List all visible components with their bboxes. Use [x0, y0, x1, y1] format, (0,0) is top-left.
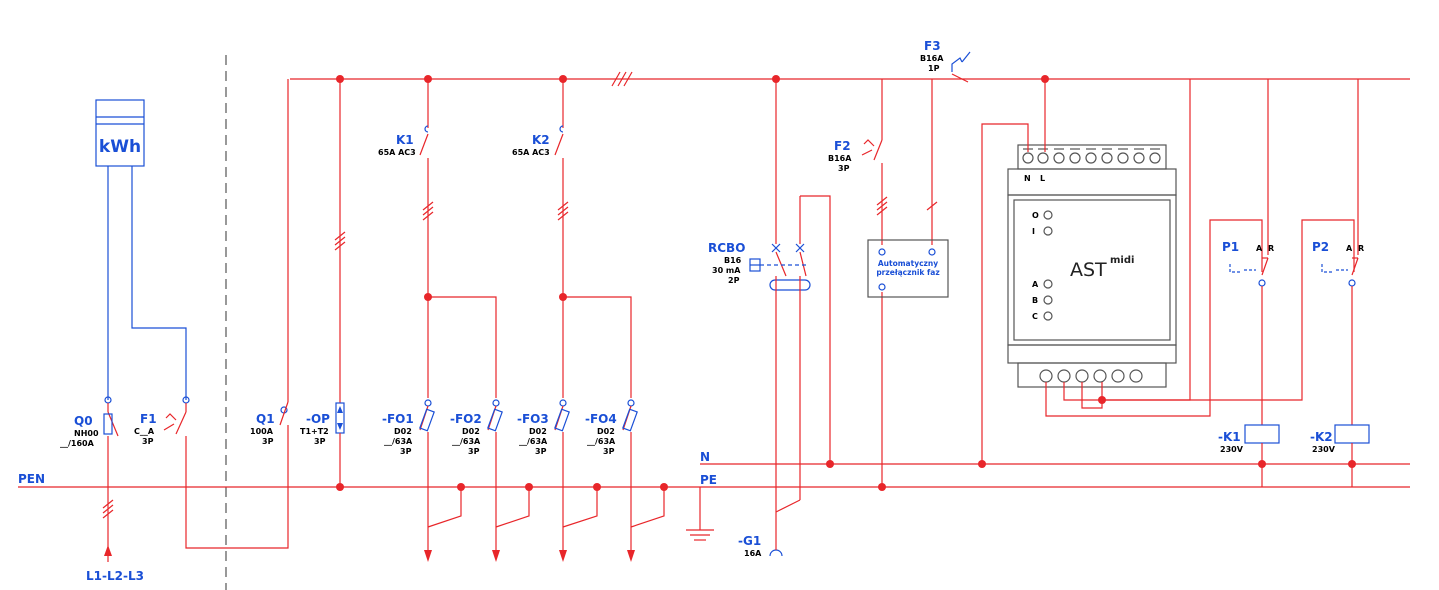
fo4-spec1: D02	[597, 427, 615, 436]
k2-contactor-name: K2	[532, 133, 550, 147]
q1-spec2: 3P	[262, 437, 274, 446]
controller-wiring	[981, 79, 1355, 464]
fo2-spec2: __/63A	[452, 437, 481, 446]
k2-coil-spec: 230V	[1312, 445, 1336, 454]
f1-name: F1	[140, 412, 157, 426]
f2-spec2: 3P	[838, 164, 850, 173]
f3-spec2: 1P	[928, 64, 940, 73]
q1-spec1: 100A	[250, 427, 274, 436]
p2-a-label: A	[1346, 244, 1353, 253]
f1-breaker	[163, 403, 289, 549]
k1-contactor-name: K1	[396, 133, 414, 147]
q0-name: Q0	[74, 414, 93, 428]
ats-line2: przełącznik faz	[876, 268, 939, 277]
p1-switch	[1229, 79, 1280, 487]
f1-spec1: C__A	[134, 427, 155, 436]
n-label: N	[700, 450, 710, 464]
ast-midi-controller	[1007, 144, 1177, 388]
ats-line1: Automatyczny	[878, 259, 938, 268]
f2-spec1: B16A	[828, 154, 852, 163]
fo2-spec1: D02	[462, 427, 480, 436]
controller-model: midi	[1110, 255, 1134, 266]
controller-brand: AST	[1070, 259, 1107, 281]
ground-symbol	[686, 529, 714, 541]
rcbo-breaker	[749, 75, 834, 557]
fo3-spec3: 3P	[535, 447, 547, 456]
k1-coil-spec: 230V	[1220, 445, 1244, 454]
p1-a-label: A	[1256, 244, 1263, 253]
p2-name: P2	[1312, 240, 1329, 254]
rcbo-name: RCBO	[708, 241, 745, 255]
fo2-fuse	[487, 399, 533, 562]
op-surge-arrester	[334, 75, 346, 491]
fo4-fuse	[622, 399, 668, 562]
op-spec2: 3P	[314, 437, 326, 446]
kwh-meter: kWh	[95, 99, 145, 167]
q0-spec2: __/160A	[60, 439, 95, 448]
k2-contactor-spec: 65A AC3	[512, 148, 550, 157]
k1-contactor-spec: 65A AC3	[378, 148, 416, 157]
k1-coil-name: -K1	[1218, 430, 1241, 444]
automatic-phase-switch	[867, 239, 949, 298]
op-spec1: T1+T2	[300, 427, 329, 436]
fo2-spec3: 3P	[468, 447, 480, 456]
controller-a-label: A	[1032, 280, 1039, 289]
fo1-spec2: __/63A	[384, 437, 413, 446]
f3-breaker	[926, 51, 971, 245]
meter-wire-2	[131, 166, 187, 400]
f3-name: F3	[924, 39, 941, 53]
f1-spec2: 3P	[142, 437, 154, 446]
supply-arrow	[104, 545, 112, 556]
f3-spec1: B16A	[920, 54, 944, 63]
g1-name: -G1	[738, 534, 761, 548]
p2-switch	[1321, 79, 1370, 487]
q0-spec1: NH00	[74, 429, 99, 438]
fo1-fuse	[419, 297, 465, 562]
fo3-fuse	[554, 297, 601, 562]
controller-o-label: O	[1032, 211, 1039, 220]
op-name: -OP	[306, 412, 330, 426]
p1-name: P1	[1222, 240, 1239, 254]
f2-name: F2	[834, 139, 851, 153]
pen-label: PEN	[18, 472, 45, 486]
fo3-spec2: __/63A	[519, 437, 548, 446]
q0-switch	[102, 403, 119, 550]
top-bus-ticks	[611, 71, 633, 87]
fo3-name: -FO3	[517, 412, 549, 426]
fo1-name: -FO1	[382, 412, 414, 426]
fo4-spec3: 3P	[603, 447, 615, 456]
q1-switch	[279, 79, 289, 426]
controller-i-label: I	[1032, 227, 1035, 236]
p1-r-label: R	[1268, 244, 1274, 253]
k1-contactor	[419, 75, 497, 398]
k2-coil-name: -K2	[1310, 430, 1333, 444]
k2-contactor	[554, 75, 632, 398]
controller-b-label: B	[1032, 296, 1038, 305]
fo2-name: -FO2	[450, 412, 482, 426]
q1-name: Q1	[256, 412, 275, 426]
rcbo-spec3: 2P	[728, 276, 740, 285]
fo4-name: -FO4	[585, 412, 617, 426]
fo4-spec2: __/63A	[587, 437, 616, 446]
rcbo-spec1: B16	[724, 256, 742, 265]
fo1-spec1: D02	[394, 427, 412, 436]
controller-l-label: L	[1040, 174, 1045, 183]
pe-label: PE	[700, 473, 717, 487]
fo1-spec3: 3P	[400, 447, 412, 456]
rcbo-spec2: 30 mA	[712, 266, 741, 275]
p2-r-label: R	[1358, 244, 1364, 253]
controller-n-label: N	[1024, 174, 1031, 183]
controller-c-label: C	[1032, 312, 1038, 321]
f2-breaker	[861, 79, 888, 491]
supply-label: L1-L2-L3	[86, 569, 144, 583]
kwh-label: kWh	[99, 137, 141, 157]
g1-spec: 16A	[744, 549, 762, 558]
fo3-spec1: D02	[529, 427, 547, 436]
